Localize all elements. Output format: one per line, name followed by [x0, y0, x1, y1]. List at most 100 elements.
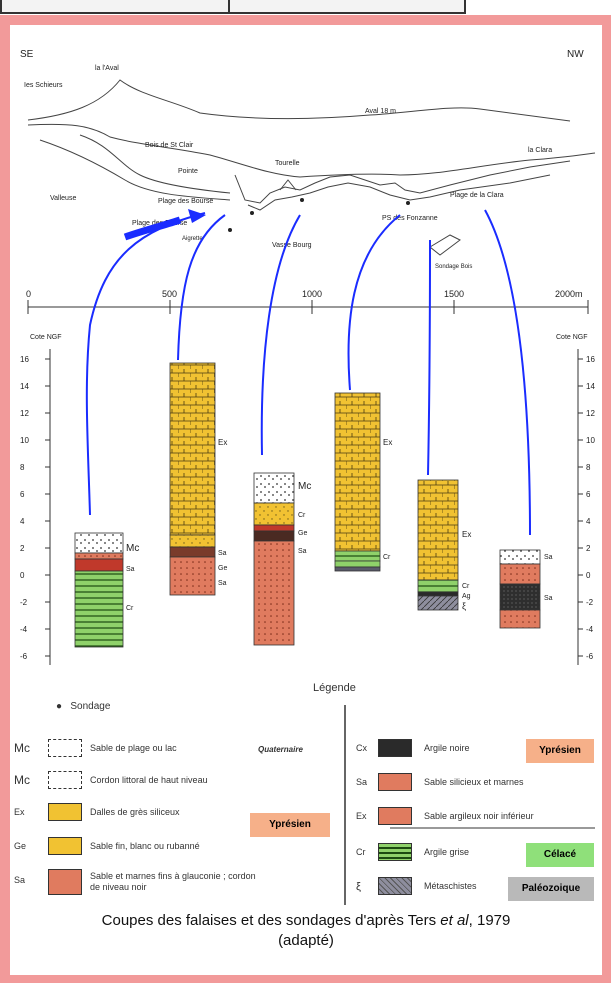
sondage-markers — [228, 198, 410, 232]
sondage-bullet-icon: ● — [56, 701, 71, 712]
borehole-column-6 — [499, 549, 541, 629]
place-label: Valleuse — [50, 195, 76, 202]
axis-tick-label: 12 — [586, 409, 595, 418]
axis-tick-label: -2 — [20, 598, 28, 607]
col3-label: Cr — [298, 512, 306, 519]
col2-label: Ge — [218, 565, 227, 572]
axis-tick-label: 14 — [586, 382, 595, 391]
axis-tick-label: 0 — [20, 571, 25, 580]
borehole-column-1 — [74, 532, 124, 648]
legend-text: Dalles de grès siliceux — [90, 807, 180, 817]
col5-label: Ex — [462, 530, 471, 539]
scale-tick-label: 0 — [26, 289, 31, 299]
col4-label: Ex — [383, 438, 392, 447]
scale-tick-label: 1000 — [302, 289, 322, 299]
place-label: Tourelle — [275, 160, 300, 167]
place-label: Sondage Bois — [435, 264, 472, 270]
legend-text: Sable et marnes fins à glauconie ; cordo… — [90, 871, 256, 892]
place-label: la l'Aval — [95, 65, 119, 72]
axis-tick-label: 10 — [586, 436, 595, 445]
scale-tick-label: 500 — [162, 289, 177, 299]
place-label: Plage de la Clara — [450, 192, 504, 199]
legend-swatch-beach-sand — [48, 739, 82, 757]
legend-swatch-cordon — [48, 771, 82, 789]
axis-tick-label: 4 — [20, 517, 25, 526]
axis-tick-label: 10 — [20, 436, 29, 445]
figure-frame: SE NW la l'Aval Ies Schieurs Bois de St … — [0, 15, 611, 983]
era-tag-cenozoique: Célacé — [526, 843, 594, 867]
legend-code: Cx — [356, 743, 367, 753]
scale-tick-label: 1500 — [444, 289, 464, 299]
axis-tick-label: 0 — [586, 571, 591, 580]
era-tag-ypresien-2: Yprésien — [526, 739, 594, 763]
legend-code: Sa — [356, 777, 368, 787]
col1-label: Sa — [126, 566, 135, 573]
col5-label: ξ — [462, 601, 466, 611]
legend-swatch-grey-clay — [378, 843, 412, 861]
era-tag-paleozoique: Paléozoique — [508, 877, 594, 901]
axis-tick-label: 8 — [586, 463, 591, 472]
legend-code: Cr — [356, 847, 366, 857]
distance-scale — [27, 300, 589, 314]
col3-label: Ge — [298, 530, 307, 537]
legend-era-note: Quaternaire — [258, 745, 303, 754]
legend-code: Mc — [14, 773, 30, 787]
figure-panel: SE NW la l'Aval Ies Schieurs Bois de St … — [10, 25, 602, 975]
axis-tick-label: 16 — [586, 355, 595, 364]
legend-code: Ex — [356, 811, 367, 821]
caption-italic: et al — [440, 912, 469, 929]
place-label: Ies Schieurs — [24, 82, 63, 89]
col3-label: Sa — [298, 548, 307, 555]
col5-label: Cr — [462, 583, 470, 590]
borehole-column-4 — [334, 392, 381, 572]
place-label: Pointe — [178, 168, 198, 175]
legend-swatch-siliceous-sand — [378, 773, 412, 791]
legend-swatch-black-clay — [378, 739, 412, 757]
axis-tick-label: 2 — [20, 544, 25, 553]
place-label: la Clara — [528, 147, 552, 154]
axis-tick-label: 8 — [20, 463, 25, 472]
legend-text: Sable argileux noir inférieur — [424, 811, 534, 821]
left-axis-title: Cote NGF — [30, 334, 62, 341]
legend-code: Ge — [14, 841, 27, 851]
cross-section-profile — [27, 79, 596, 256]
legend-code: Ex — [14, 807, 25, 817]
diagram-svg: SE NW la l'Aval Ies Schieurs Bois de St … — [20, 49, 596, 905]
borehole-column-2 — [169, 362, 216, 596]
place-label: Vasse Bourg — [272, 242, 312, 249]
axis-tick-label: 6 — [20, 490, 25, 499]
col4-label: Cr — [383, 554, 391, 561]
legend-swatch-fine-sand — [48, 837, 82, 855]
axis-tick-label: 4 — [586, 517, 591, 526]
legend-swatch-marl — [48, 869, 82, 895]
place-label: Aval 18 m — [365, 108, 396, 115]
place-label: Aigrette — [182, 236, 203, 242]
col1-label: Cr — [126, 605, 134, 612]
borehole-column-5 — [417, 479, 459, 611]
top-table-strip — [0, 0, 466, 14]
legend-sondage: ● Sondage — [56, 701, 110, 712]
col2-label: Ex — [218, 438, 227, 447]
legend-text: Sable fin, blanc ou rubanné — [90, 841, 200, 851]
figure-caption: Coupes des falaises et des sondages d'ap… — [10, 911, 602, 951]
col6-label: Sa — [544, 554, 553, 561]
borehole-column-3 — [253, 472, 295, 646]
table-separator — [228, 0, 230, 12]
legend-text: Cordon littoral de haut niveau — [90, 775, 208, 785]
legend-text: Sable silicieux et marnes — [424, 777, 524, 787]
caption-text: Coupes des falaises et des sondages d'ap… — [101, 912, 441, 929]
legend-swatch-metaschist — [378, 877, 412, 895]
right-axis-title: Cote NGF — [556, 334, 588, 341]
col5-label: Ag — [462, 593, 471, 600]
sondage-label: Sondage — [70, 701, 111, 712]
legend-text: Argile noire — [424, 743, 470, 753]
legend-swatch-sandstone — [48, 803, 82, 821]
axis-tick-label: -4 — [586, 625, 594, 634]
caption-year: , 1979 — [468, 912, 511, 929]
legend-text: Argile grise — [424, 847, 470, 857]
col1-label: Mc — [126, 543, 139, 554]
axis-tick-label: 16 — [20, 355, 29, 364]
legend-code: Sa — [14, 875, 26, 885]
